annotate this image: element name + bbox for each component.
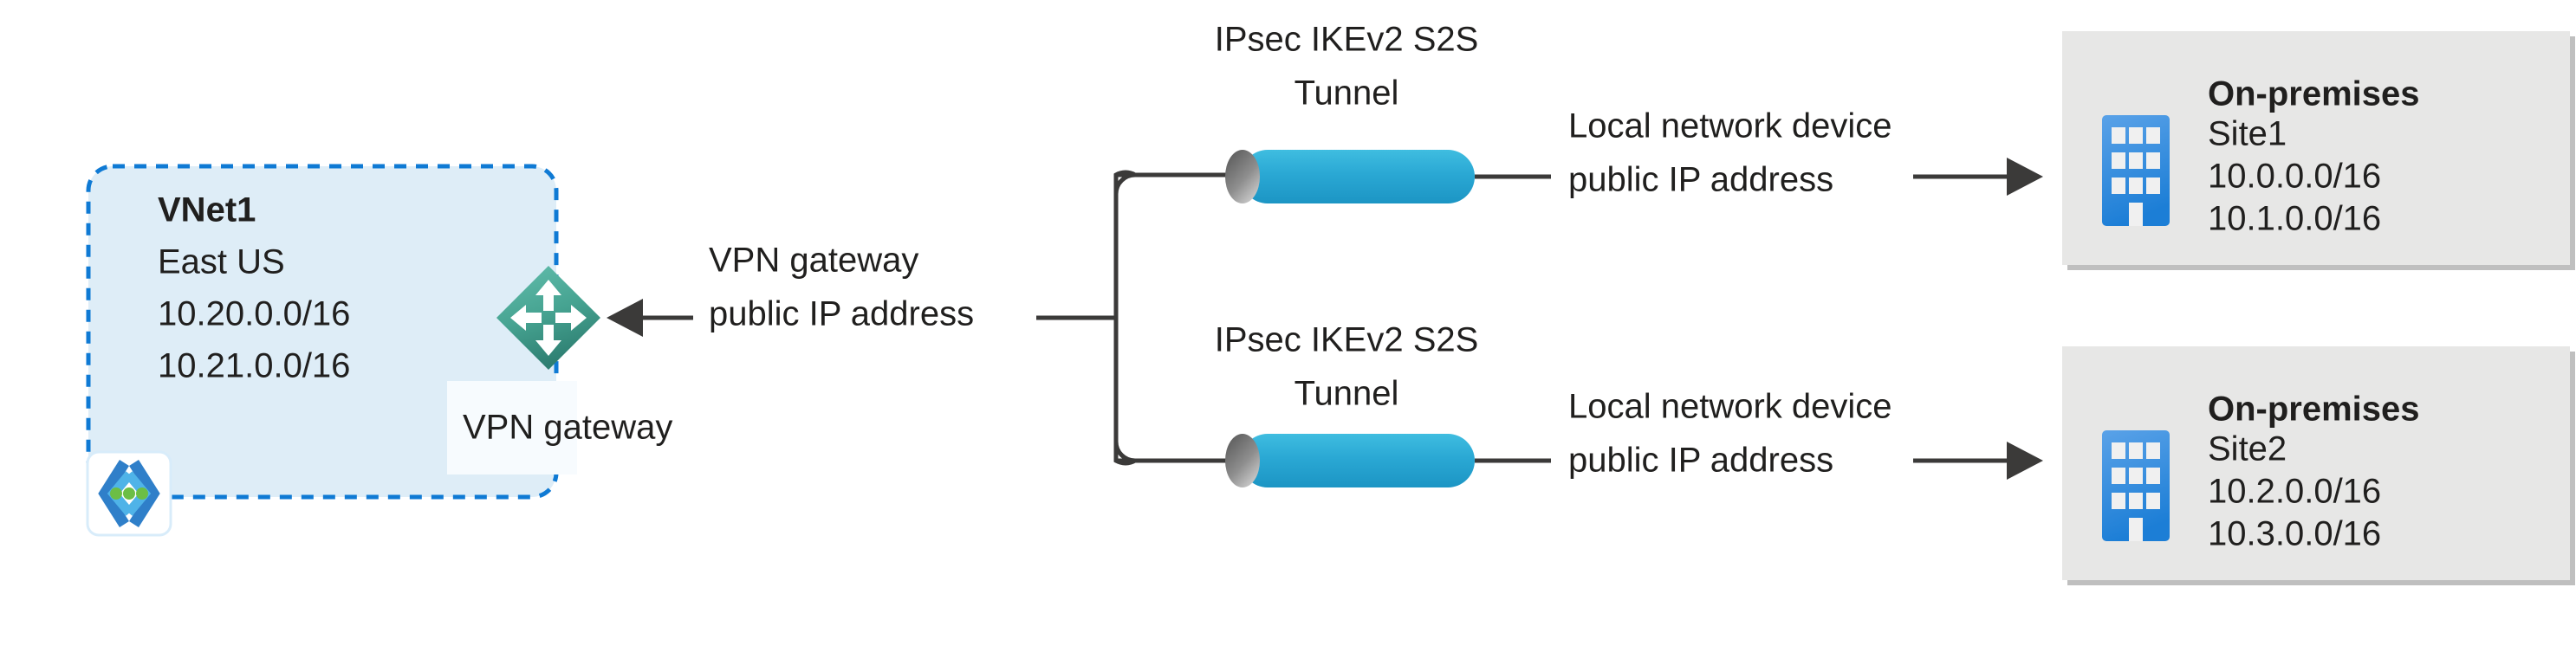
gateway-public-ip-line1: VPN gateway xyxy=(709,242,918,280)
vnet-boundary xyxy=(86,164,559,500)
site-2-address-space-2: 10.3.0.0/16 xyxy=(2208,515,2381,553)
site-2-name: Site2 xyxy=(2208,430,2287,468)
tunnel-2-device-line2: public IP address xyxy=(1568,442,1833,480)
tunnel-2-label-line1: IPsec IKEv2 S2S xyxy=(1215,321,1479,359)
site-2-heading: On-premises xyxy=(2208,391,2420,429)
gateway-public-ip-arrow xyxy=(607,299,693,337)
tunnel-2-arrow-head xyxy=(2007,442,2043,480)
tunnel-1-cap xyxy=(1225,150,1260,203)
tunnel-1-arrow-head xyxy=(2007,158,2043,196)
tunnel-splitter-bracket xyxy=(1113,170,1268,466)
vpn-gateway-label: VPN gateway xyxy=(463,409,672,447)
building-icon xyxy=(2102,430,2170,541)
tunnel-2-label-line2: Tunnel xyxy=(1294,375,1399,413)
tunnel-1-device-line2: public IP address xyxy=(1568,161,1833,199)
site-2-box[interactable]: On-premises Site2 10.2.0.0/16 10.3.0.0/1… xyxy=(2062,346,2575,585)
tunnel-1-device-line1: Local network device xyxy=(1568,107,1892,145)
site-1-box[interactable]: On-premises Site1 10.0.0.0/16 10.1.0.0/1… xyxy=(2062,31,2575,270)
vpn-gateway-label-group: VPN gateway xyxy=(447,381,672,474)
vnet-container[interactable]: VNet1 East US 10.20.0.0/16 10.21.0.0/16 xyxy=(86,164,559,500)
gateway-public-ip-label: VPN gateway public IP address xyxy=(709,242,974,333)
vnet-address-space-2: 10.21.0.0/16 xyxy=(158,347,350,385)
vnet-region: East US xyxy=(158,243,285,281)
vpn-gateway-icon[interactable] xyxy=(496,266,600,370)
gateway-public-ip-line2: public IP address xyxy=(709,295,974,333)
tunnel-2-device-line1: Local network device xyxy=(1568,388,1892,426)
tunnel-2-group[interactable]: IPsec IKEv2 S2S Tunnel Local network dev… xyxy=(1215,321,2043,487)
site-1-name: Site1 xyxy=(2208,115,2287,153)
site-1-address-space-1: 10.0.0.0/16 xyxy=(2208,158,2381,196)
vnet-name: VNet1 xyxy=(158,191,256,229)
site-1-address-space-2: 10.1.0.0/16 xyxy=(2208,200,2381,238)
site-1-heading: On-premises xyxy=(2208,75,2420,113)
tunnel-2-cap xyxy=(1225,434,1260,487)
building-icon xyxy=(2102,115,2170,226)
tunnel-1-body xyxy=(1241,150,1475,203)
tunnel-1-label-line2: Tunnel xyxy=(1294,74,1399,113)
vnet-address-space-1: 10.20.0.0/16 xyxy=(158,295,350,333)
tunnel-1-label-line1: IPsec IKEv2 S2S xyxy=(1215,21,1479,59)
site-2-address-space-1: 10.2.0.0/16 xyxy=(2208,473,2381,511)
virtual-network-icon xyxy=(86,450,172,537)
tunnel-1-group[interactable]: IPsec IKEv2 S2S Tunnel Local network dev… xyxy=(1215,21,2043,203)
tunnel-2-body xyxy=(1241,434,1475,487)
vpn-gateway-label-backing xyxy=(447,381,577,474)
